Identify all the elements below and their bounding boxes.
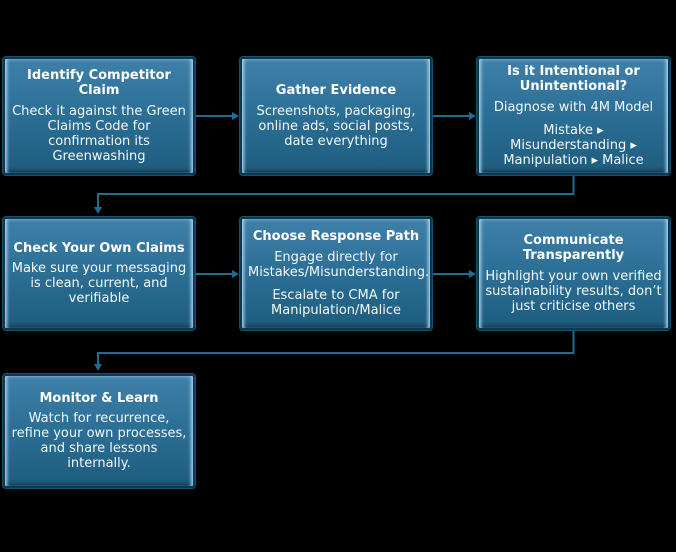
step-title: Monitor & Learn	[39, 390, 159, 406]
flow-step-monitor-and-learn: Monitor & Learn Watch for recurrence, re…	[3, 374, 195, 488]
arrow-choose-to-communicate	[433, 270, 476, 278]
step-title: Choose Response Path	[252, 229, 420, 245]
arrow-intentional-to-check-own-claims	[94, 176, 575, 214]
arrow-identify-to-gather	[196, 112, 239, 120]
arrow-communicate-to-monitor	[94, 331, 575, 371]
step-body-text: Mistake ▸ Misunderstanding ▸ Manipulatio…	[503, 123, 644, 169]
step-body: Make sure your messaging is clean, curre…	[11, 261, 187, 306]
step-title: Identify Competitor Claim	[27, 67, 171, 99]
flow-step-intentional-or-unintentional: Is it Intentional or Unintentional? Diag…	[477, 57, 670, 175]
flow-step-choose-response-path: Choose Response Path Engage directly for…	[240, 217, 432, 330]
flow-step-communicate-transparently: Communicate Transparently Highlight your…	[477, 217, 670, 330]
step-body: Screenshots, packaging, online ads, soci…	[248, 104, 424, 149]
step-body-text: Highlight your own verified sustainabili…	[485, 268, 662, 315]
step-body: Highlight your own verified sustainabili…	[485, 269, 662, 314]
step-body-text: Escalate to CMA for Manipulation/Malice	[271, 287, 401, 318]
flow-step-gather-evidence: Gather Evidence Screenshots, packaging, …	[240, 57, 432, 175]
step-body-text: Watch for recurrence, refine your own pr…	[11, 411, 187, 472]
flow-step-check-your-own-claims: Check Your Own Claims Make sure your mes…	[3, 217, 195, 330]
step-title: Communicate Transparently	[522, 232, 625, 264]
arrow-gather-to-intentional	[433, 112, 476, 120]
step-body-text: Diagnose with 4M Model	[493, 99, 654, 115]
step-body-text: Check it against the Green Claims Code f…	[12, 103, 186, 165]
step-body: Check it against the Green Claims Code f…	[11, 104, 187, 164]
step-title: Is it Intentional or Unintentional?	[507, 63, 640, 95]
step-body: Engage directly for Mistakes/Misundersta…	[248, 249, 430, 318]
step-body: Watch for recurrence, refine your own pr…	[11, 411, 187, 471]
step-body-text: Make sure your messaging is clean, curre…	[11, 261, 187, 307]
step-title: Gather Evidence	[275, 83, 397, 99]
step-title: Check Your Own Claims	[13, 240, 185, 256]
flow-step-identify-competitor-claim: Identify Competitor Claim Check it again…	[3, 57, 195, 175]
step-body-text: Screenshots, packaging, online ads, soci…	[256, 103, 416, 149]
arrow-check-to-choose-response	[196, 270, 239, 278]
step-body-text: Engage directly for Mistakes/Misundersta…	[248, 249, 430, 280]
